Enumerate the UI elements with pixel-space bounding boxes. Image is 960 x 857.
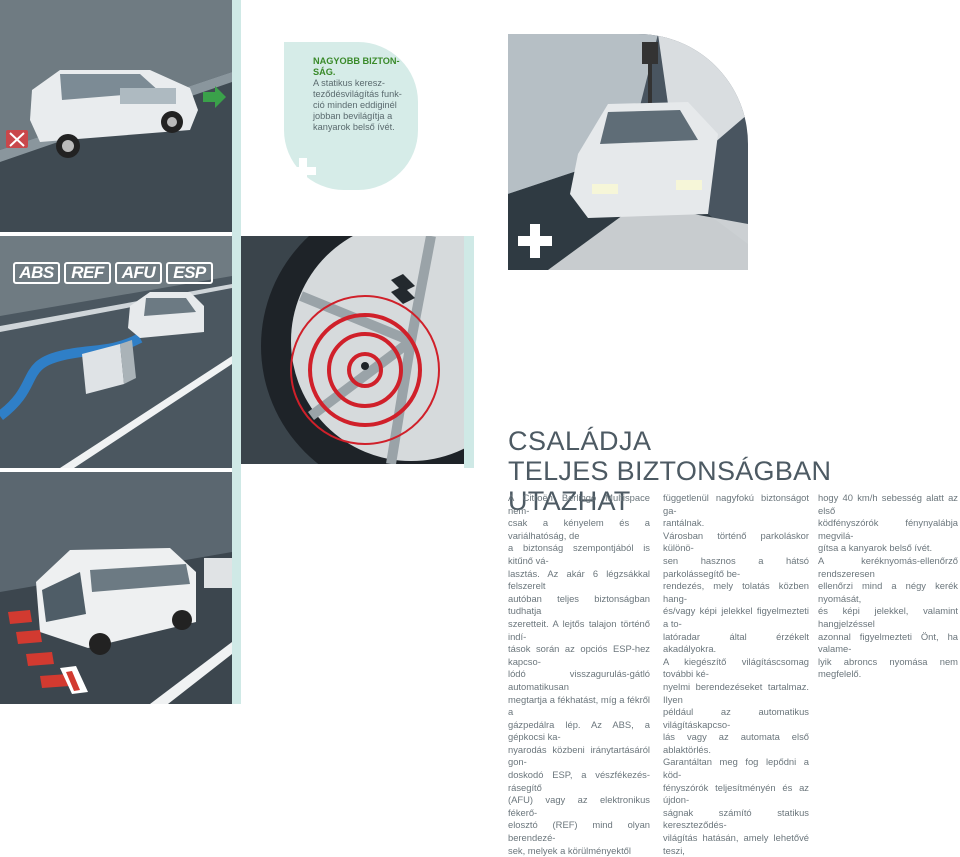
callout-title-line2: SÁG. — [313, 67, 336, 77]
callout-body: A statikus keresz- teződésvilágítás funk… — [313, 78, 413, 133]
text-line: doskodó ESP, a vészfékezés-rásegítő — [508, 769, 650, 793]
text-line: gítsa a kanyarok belső ívét. — [818, 542, 933, 554]
text-column-2: függetlenül nagyfokú biztonságot ga- ran… — [663, 492, 809, 857]
callout-title: NAGYOBB BIZTON- SÁG. — [313, 56, 413, 78]
badge-abs: ABS — [13, 262, 60, 284]
badge-ref: REF — [64, 262, 111, 284]
photo-car-parked — [0, 0, 232, 232]
callout-title-line1: NAGYOBB BIZTON- — [313, 56, 400, 66]
callout-body-line: teződésvilágítás funk- — [313, 89, 402, 99]
text-line: lódó visszagurulás-gátló automatikusan — [508, 668, 650, 692]
text-line: és képi jelekkel, valamint hangjelzéssel — [818, 605, 958, 629]
text-line: lás vagy az automata első ablaktörlés. — [663, 731, 809, 755]
text-line: tások során az opciós ESP-hez kapcso- — [508, 643, 650, 667]
text-line: fényszórók teljesítményén és az újdon- — [663, 781, 809, 806]
text-line: nyelmi berendezéseket tartalmaz. Ilyen — [663, 680, 809, 705]
callout-body-line: A statikus keresz- — [313, 78, 385, 88]
text-line: Városban történő parkoláskor különö- — [663, 529, 809, 554]
text-line: függetlenül nagyfokú biztonságot ga- — [663, 492, 809, 516]
text-line: (AFU) vagy az elektronikus fékerő- — [508, 794, 650, 818]
text-line: latóradar által érzékelt akadályokra. — [663, 630, 809, 655]
plus-icon — [518, 224, 552, 258]
text-line: ságnak számító statikus kereszteződés- — [663, 806, 809, 831]
text-line: A keréknyomás-ellenőrző rendszeresen — [818, 554, 958, 579]
photo-parking-assist — [0, 472, 232, 704]
text-line: A Citroën Berlingo Multispace nem- — [508, 492, 650, 516]
headline-line2: TELJES BIZTONSÁGBAN UTAZHAT — [508, 456, 832, 516]
red-cross-icon — [6, 130, 28, 148]
callout-body-line: jobban bevilágítja a — [313, 111, 393, 121]
text-line: lyik abroncs nyomása nem megfelelő. — [818, 655, 958, 680]
mint-strip-vertical-left — [232, 0, 241, 704]
headline-line1: CSALÁDJA — [508, 426, 652, 456]
text-line: autóban teljes biztonságban tudhatja — [508, 592, 650, 617]
text-column-3: hogy 40 km/h sebesség alatt az első ködf… — [818, 492, 958, 681]
text-line: például az automatikus világításkapcso- — [663, 706, 809, 730]
text-line: elosztó (REF) mind olyan berendezé- — [508, 819, 650, 844]
badge-esp: ESP — [166, 262, 213, 284]
plus-icon — [290, 158, 316, 184]
callout-text: NAGYOBB BIZTON- SÁG. A statikus keresz- … — [313, 56, 413, 133]
pressure-warning-rings — [290, 295, 440, 445]
callout-body-line: ció minden eddiginél — [313, 100, 397, 110]
text-line: világítás hatásán, amely lehetővé teszi, — [663, 832, 809, 856]
text-line: ködfényszórók fénynyalábja megvilá- — [818, 517, 958, 541]
badge-afu: AFU — [115, 262, 162, 284]
green-arrow-icon — [203, 86, 226, 108]
text-line: lasztás. Az akár 6 légzsákkal felszerelt — [508, 567, 650, 592]
text-line: és/vagy képi jelekkel figyelmezteti a to… — [663, 605, 809, 629]
photo-cornering-light — [508, 34, 748, 270]
text-line: sen hasznos a hátsó parkolássegítő be- — [663, 554, 809, 579]
text-line: ellenőrzi mind a négy kerék nyomását, — [818, 580, 958, 604]
text-line: a biztonság szempontjából is kitűnő vá- — [508, 542, 650, 566]
text-line: megtartja a fékhatást, míg a fékről a — [508, 693, 650, 718]
text-line: csak a kényelem és a variálhatóság, de — [508, 517, 650, 541]
text-line: rantálnak. — [663, 517, 705, 529]
text-line: Garantáltan meg fog lepődni a köd- — [663, 756, 809, 781]
text-column-1: A Citroën Berlingo Multispace nem- csak … — [508, 492, 650, 857]
text-line: gázpedálra lép. Az ABS, a gépkocsi ka- — [508, 718, 650, 743]
text-line: rendezés, mely tolatás közben hang- — [663, 580, 809, 604]
photo-esp-maneuver — [0, 236, 232, 468]
text-line: A kiegészítő világításcsomag további ké- — [663, 655, 809, 680]
text-line: nyarodás közbeni iránytartásáról gon- — [508, 743, 650, 768]
text-line: azonnal figyelmezteti Önt, ha valame- — [818, 630, 958, 655]
page-headline: CSALÁDJA TELJES BIZTONSÁGBAN UTAZHAT — [508, 426, 960, 516]
brake-badge-row: ABS REF AFU ESP — [13, 262, 213, 284]
text-line: sek, melyek a körülményektől — [508, 844, 631, 856]
text-line: szeretteit. A lejtős talajon történő ind… — [508, 617, 650, 642]
text-line: hogy 40 km/h sebesség alatt az első — [818, 492, 958, 516]
mint-strip-vertical-mid — [464, 236, 474, 468]
callout-body-line: kanyarok belső ívét. — [313, 122, 395, 132]
photo-tyre-pressure — [241, 236, 464, 464]
